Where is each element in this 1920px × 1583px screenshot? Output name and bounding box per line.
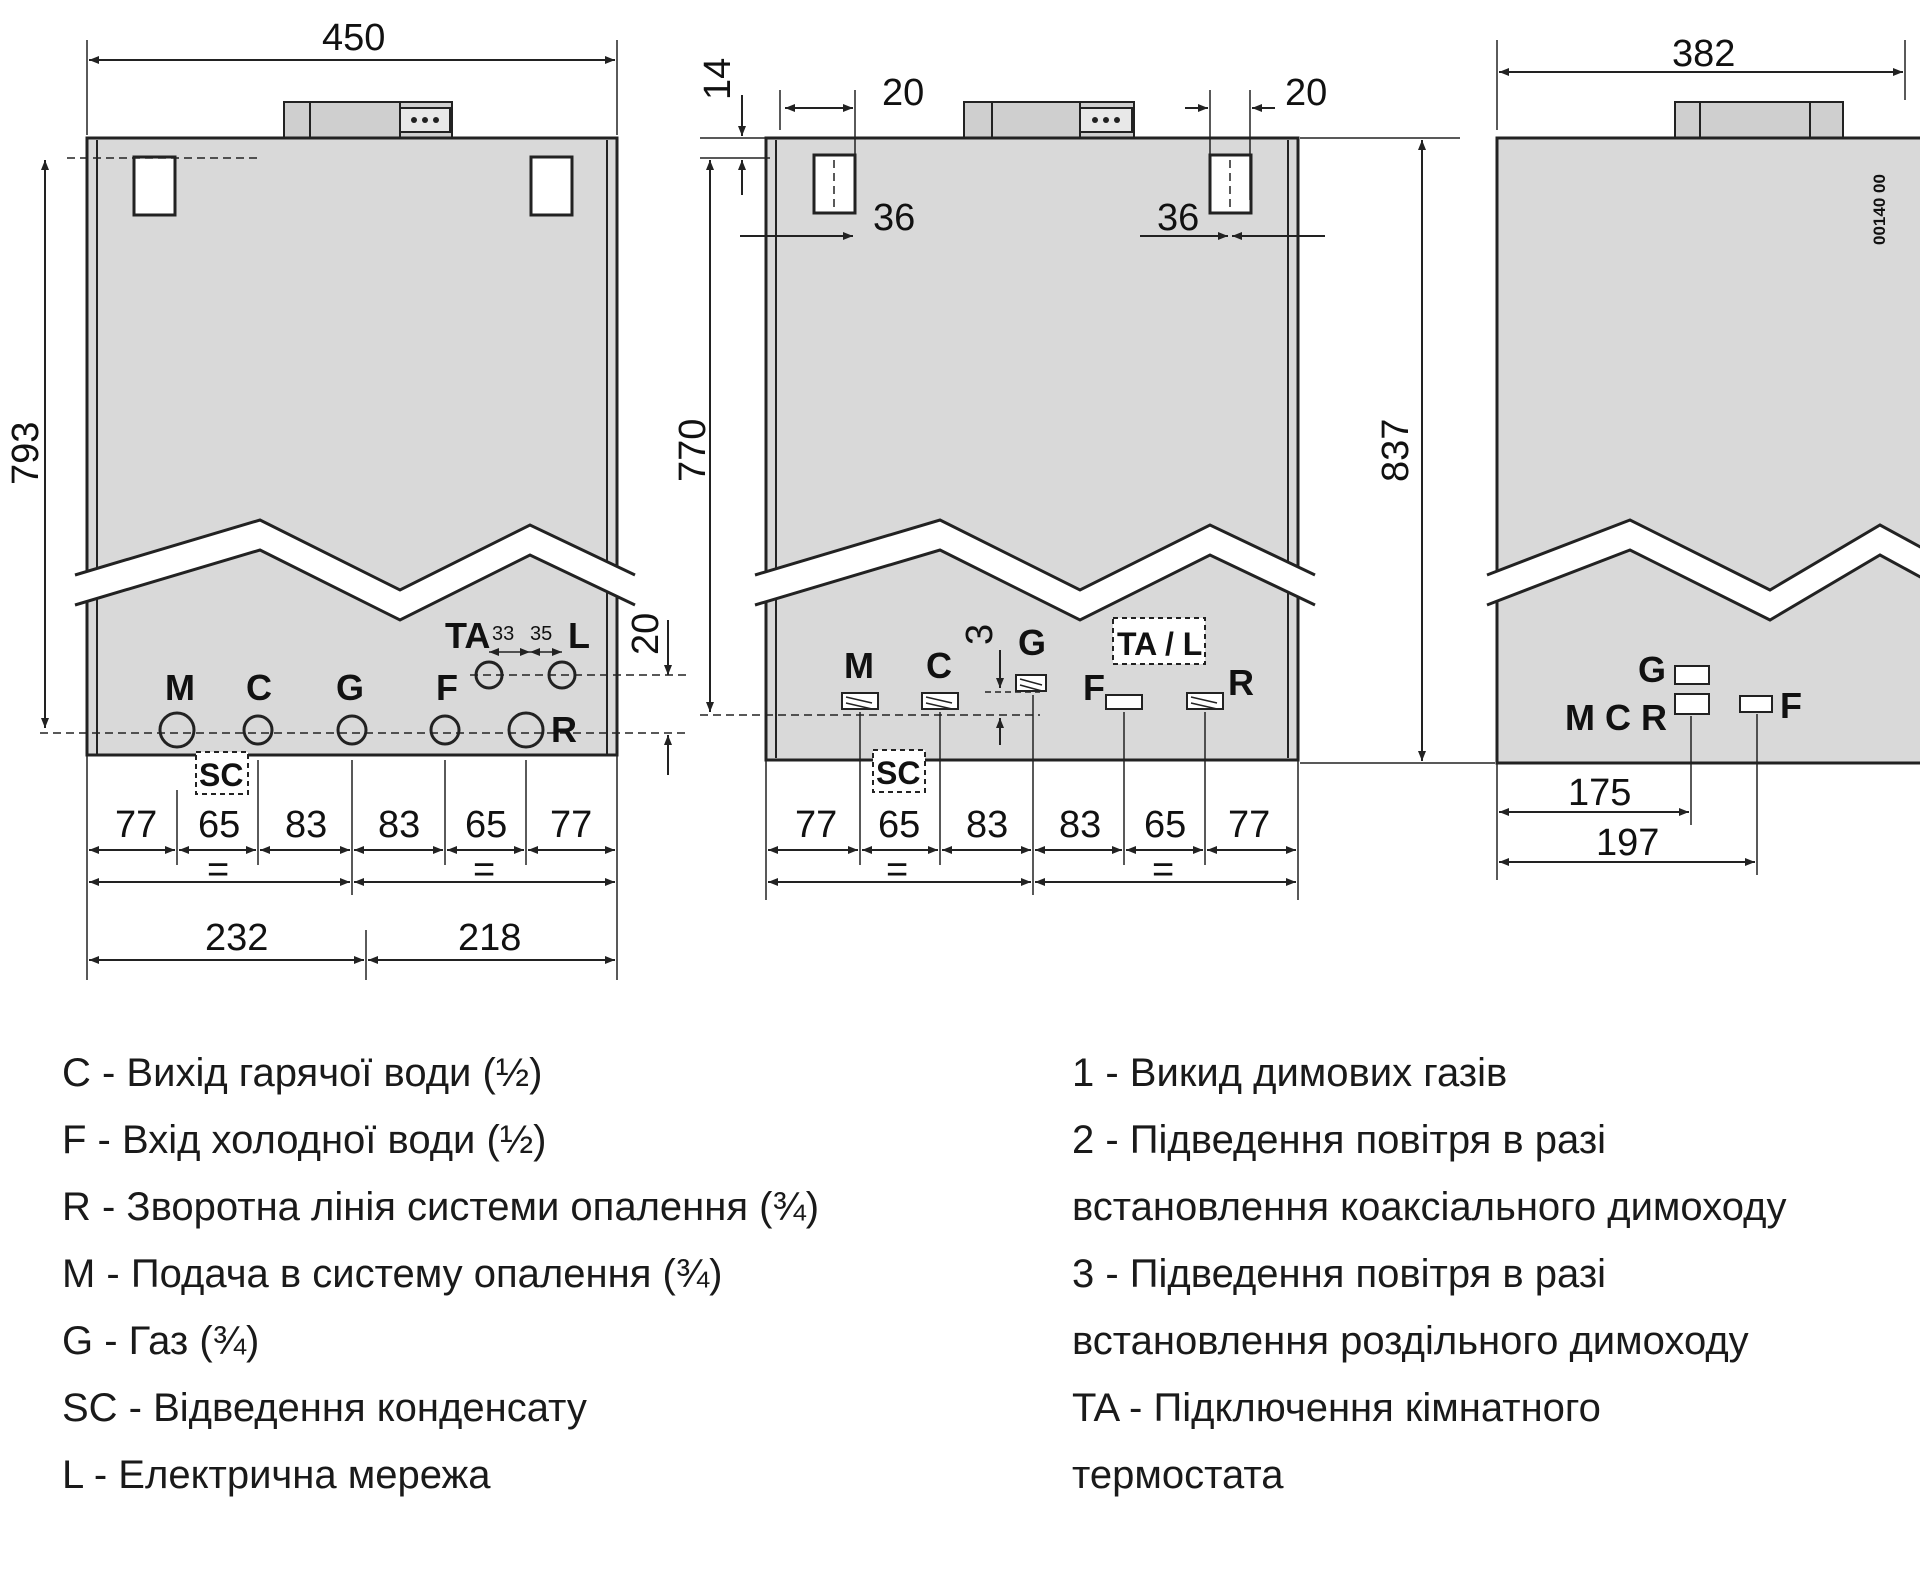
legend-item-c: C - Вихід гарячої води (½)	[62, 1051, 543, 1095]
sc-box-rear	[872, 749, 926, 793]
dim-35: 35	[530, 623, 552, 645]
flue-outlet-front	[283, 101, 453, 139]
flue-outlet-side	[1674, 101, 1844, 139]
rear-fittings	[841, 674, 1224, 710]
legend-item-m: M - Подача в систему опалення (¾)	[62, 1252, 723, 1296]
dim-side-837: 837	[1375, 419, 1417, 482]
label-r: R	[551, 709, 577, 750]
side-label-f: F	[1780, 685, 1802, 726]
flue-outlet-rear	[963, 101, 1135, 139]
dim-rear-b5: 77	[1228, 804, 1270, 846]
drawing-code: 00140 00	[1870, 174, 1889, 245]
dim-front-b2: 83	[285, 804, 327, 846]
dim-side-382: 382	[1672, 33, 1735, 75]
front-view: M C G F TA L R SC 33 35 20 450 793	[5, 17, 690, 980]
legend-item-ta-cont: термостата	[1072, 1453, 1284, 1497]
rear-label-c: C	[926, 645, 952, 686]
rear-label-r: R	[1228, 662, 1254, 703]
dim-front-b3: 83	[378, 804, 420, 846]
label-sc-front: SC	[199, 757, 243, 793]
dim-33: 33	[492, 623, 514, 645]
dim-20-front: 20	[625, 613, 667, 655]
rear-label-m: M	[844, 645, 874, 686]
dim-side-175: 175	[1568, 772, 1631, 814]
legend-item-g: G - Газ (¾)	[62, 1319, 260, 1363]
side-fittings	[1674, 665, 1773, 715]
legend-item-2: 2 - Підведення повітря в разі	[1072, 1118, 1607, 1162]
air-inlet-right	[529, 155, 574, 217]
dim-rear-b4: 65	[1144, 804, 1186, 846]
legend-item-3: 3 - Підведення повітря в разі	[1072, 1252, 1607, 1296]
break-line	[75, 520, 635, 620]
connection-f	[429, 714, 461, 746]
legend-item-2-cont: встановлення коаксіального димоходу	[1072, 1185, 1787, 1229]
legend-item-3-cont: встановлення роздільного димоходу	[1072, 1319, 1749, 1363]
side-view: 00140 00 G M C R F 382 837 175 197	[1300, 33, 1920, 880]
label-f: F	[436, 667, 458, 708]
label-m: M	[165, 667, 195, 708]
rear-label-f: F	[1083, 667, 1105, 708]
dim-front-b1: 65	[198, 804, 240, 846]
connection-g	[336, 714, 368, 746]
dim-front-b5: 77	[550, 804, 592, 846]
dim-rear-b2: 83	[966, 804, 1008, 846]
legend-item-1: 1 - Викид димових газів	[1072, 1051, 1508, 1095]
dim-height-793: 793	[5, 422, 47, 485]
legend-item-sc: SC - Відведення конденсату	[62, 1386, 587, 1430]
fitting-f	[1105, 694, 1143, 710]
equal-rear-left: =	[886, 849, 908, 891]
dim-front-b4: 65	[465, 804, 507, 846]
sc-box-front	[195, 751, 249, 795]
dim-half-218: 218	[458, 917, 521, 959]
dim-rear-b1: 65	[878, 804, 920, 846]
label-l: L	[568, 615, 590, 656]
equal-rear-right: =	[1152, 849, 1174, 891]
dim-rear-right20: 20	[1285, 72, 1327, 114]
connection-r	[507, 711, 545, 749]
legend-item-f: F - Вхід холодної води (½)	[62, 1118, 547, 1162]
technical-drawing: M C G F TA L R SC 33 35 20 450 793	[5, 17, 1920, 980]
legend-flue: 1 - Викид димових газів 2 - Підведення п…	[1072, 1040, 1786, 1509]
dim-rear-14: 14	[697, 58, 739, 100]
dim-rear-b0: 77	[795, 804, 837, 846]
dim-rear-left20: 20	[882, 72, 924, 114]
equal-front-right: =	[473, 849, 495, 891]
rear-label-g: G	[1018, 622, 1046, 663]
dim-rear-770: 770	[672, 419, 714, 482]
dim-rear-right36: 36	[1157, 197, 1199, 239]
dim-side-197: 197	[1596, 822, 1659, 864]
dim-rear-3: 3	[959, 624, 1001, 645]
dim-rear-left36: 36	[873, 197, 915, 239]
dim-width-450: 450	[322, 17, 385, 59]
label-c: C	[246, 667, 272, 708]
dim-half-232: 232	[205, 917, 268, 959]
connection-c	[242, 714, 274, 746]
equal-front-left: =	[207, 849, 229, 891]
side-label-g: G	[1638, 649, 1666, 690]
rear-label-tal: TA / L	[1117, 626, 1202, 662]
front-casing	[85, 136, 619, 757]
dim-front-b0: 77	[115, 804, 157, 846]
fitting-g	[1015, 674, 1047, 692]
rear-view: M C G F R TA / L SC 20 20 36 36 14	[672, 58, 1327, 900]
tal-box	[1112, 617, 1206, 665]
side-casing	[1495, 136, 1920, 765]
rear-casing	[764, 136, 1300, 762]
legend-item-l: L - Електрична мережа	[62, 1453, 491, 1497]
legend-item-ta: TA - Підключення кімнатного	[1072, 1386, 1601, 1430]
rear-label-sc: SC	[876, 755, 920, 791]
air-inlet-left	[132, 155, 177, 217]
label-ta: TA	[445, 615, 490, 656]
dim-rear-b3: 83	[1059, 804, 1101, 846]
side-label-mcr: M C R	[1565, 697, 1667, 738]
legend-connections: C - Вихід гарячої води (½) F - Вхід холо…	[62, 1040, 819, 1509]
label-g: G	[336, 667, 364, 708]
legend-item-r: R - Зворотна лінія системи опалення (¾)	[62, 1185, 820, 1229]
connection-m	[158, 711, 196, 749]
